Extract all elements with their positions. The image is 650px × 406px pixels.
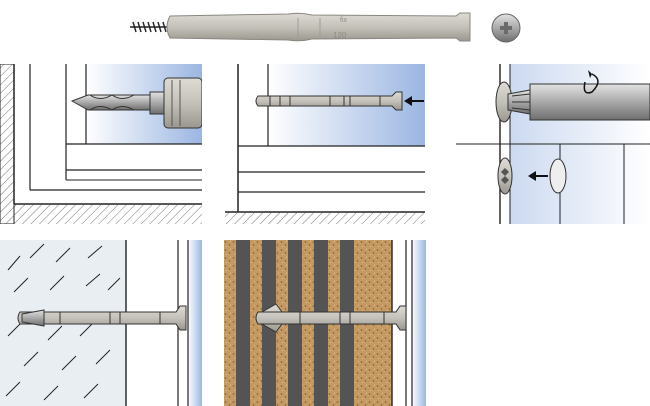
set-anchor-hollow [255, 303, 407, 333]
step-insert [225, 64, 425, 224]
screw-head-icon [491, 13, 521, 43]
rotation-arrow-icon [583, 70, 599, 94]
brand-label: fix [340, 17, 348, 24]
arrow-left-icon [404, 96, 424, 106]
step-drill [0, 64, 202, 224]
insert-anchor [255, 91, 403, 111]
screwdriver-icon [495, 81, 650, 123]
set-anchor-solid [17, 305, 187, 331]
anchor-head-closeup [497, 157, 513, 195]
step-solid-wall [0, 240, 202, 406]
step-screw-in [448, 64, 650, 224]
step-hollow-brick [224, 240, 426, 406]
length-label: 120 [333, 31, 347, 40]
cap-arrow-icon [528, 158, 567, 194]
anchor-product: fix 120 [130, 12, 521, 43]
drill-bit-icon [70, 77, 202, 129]
